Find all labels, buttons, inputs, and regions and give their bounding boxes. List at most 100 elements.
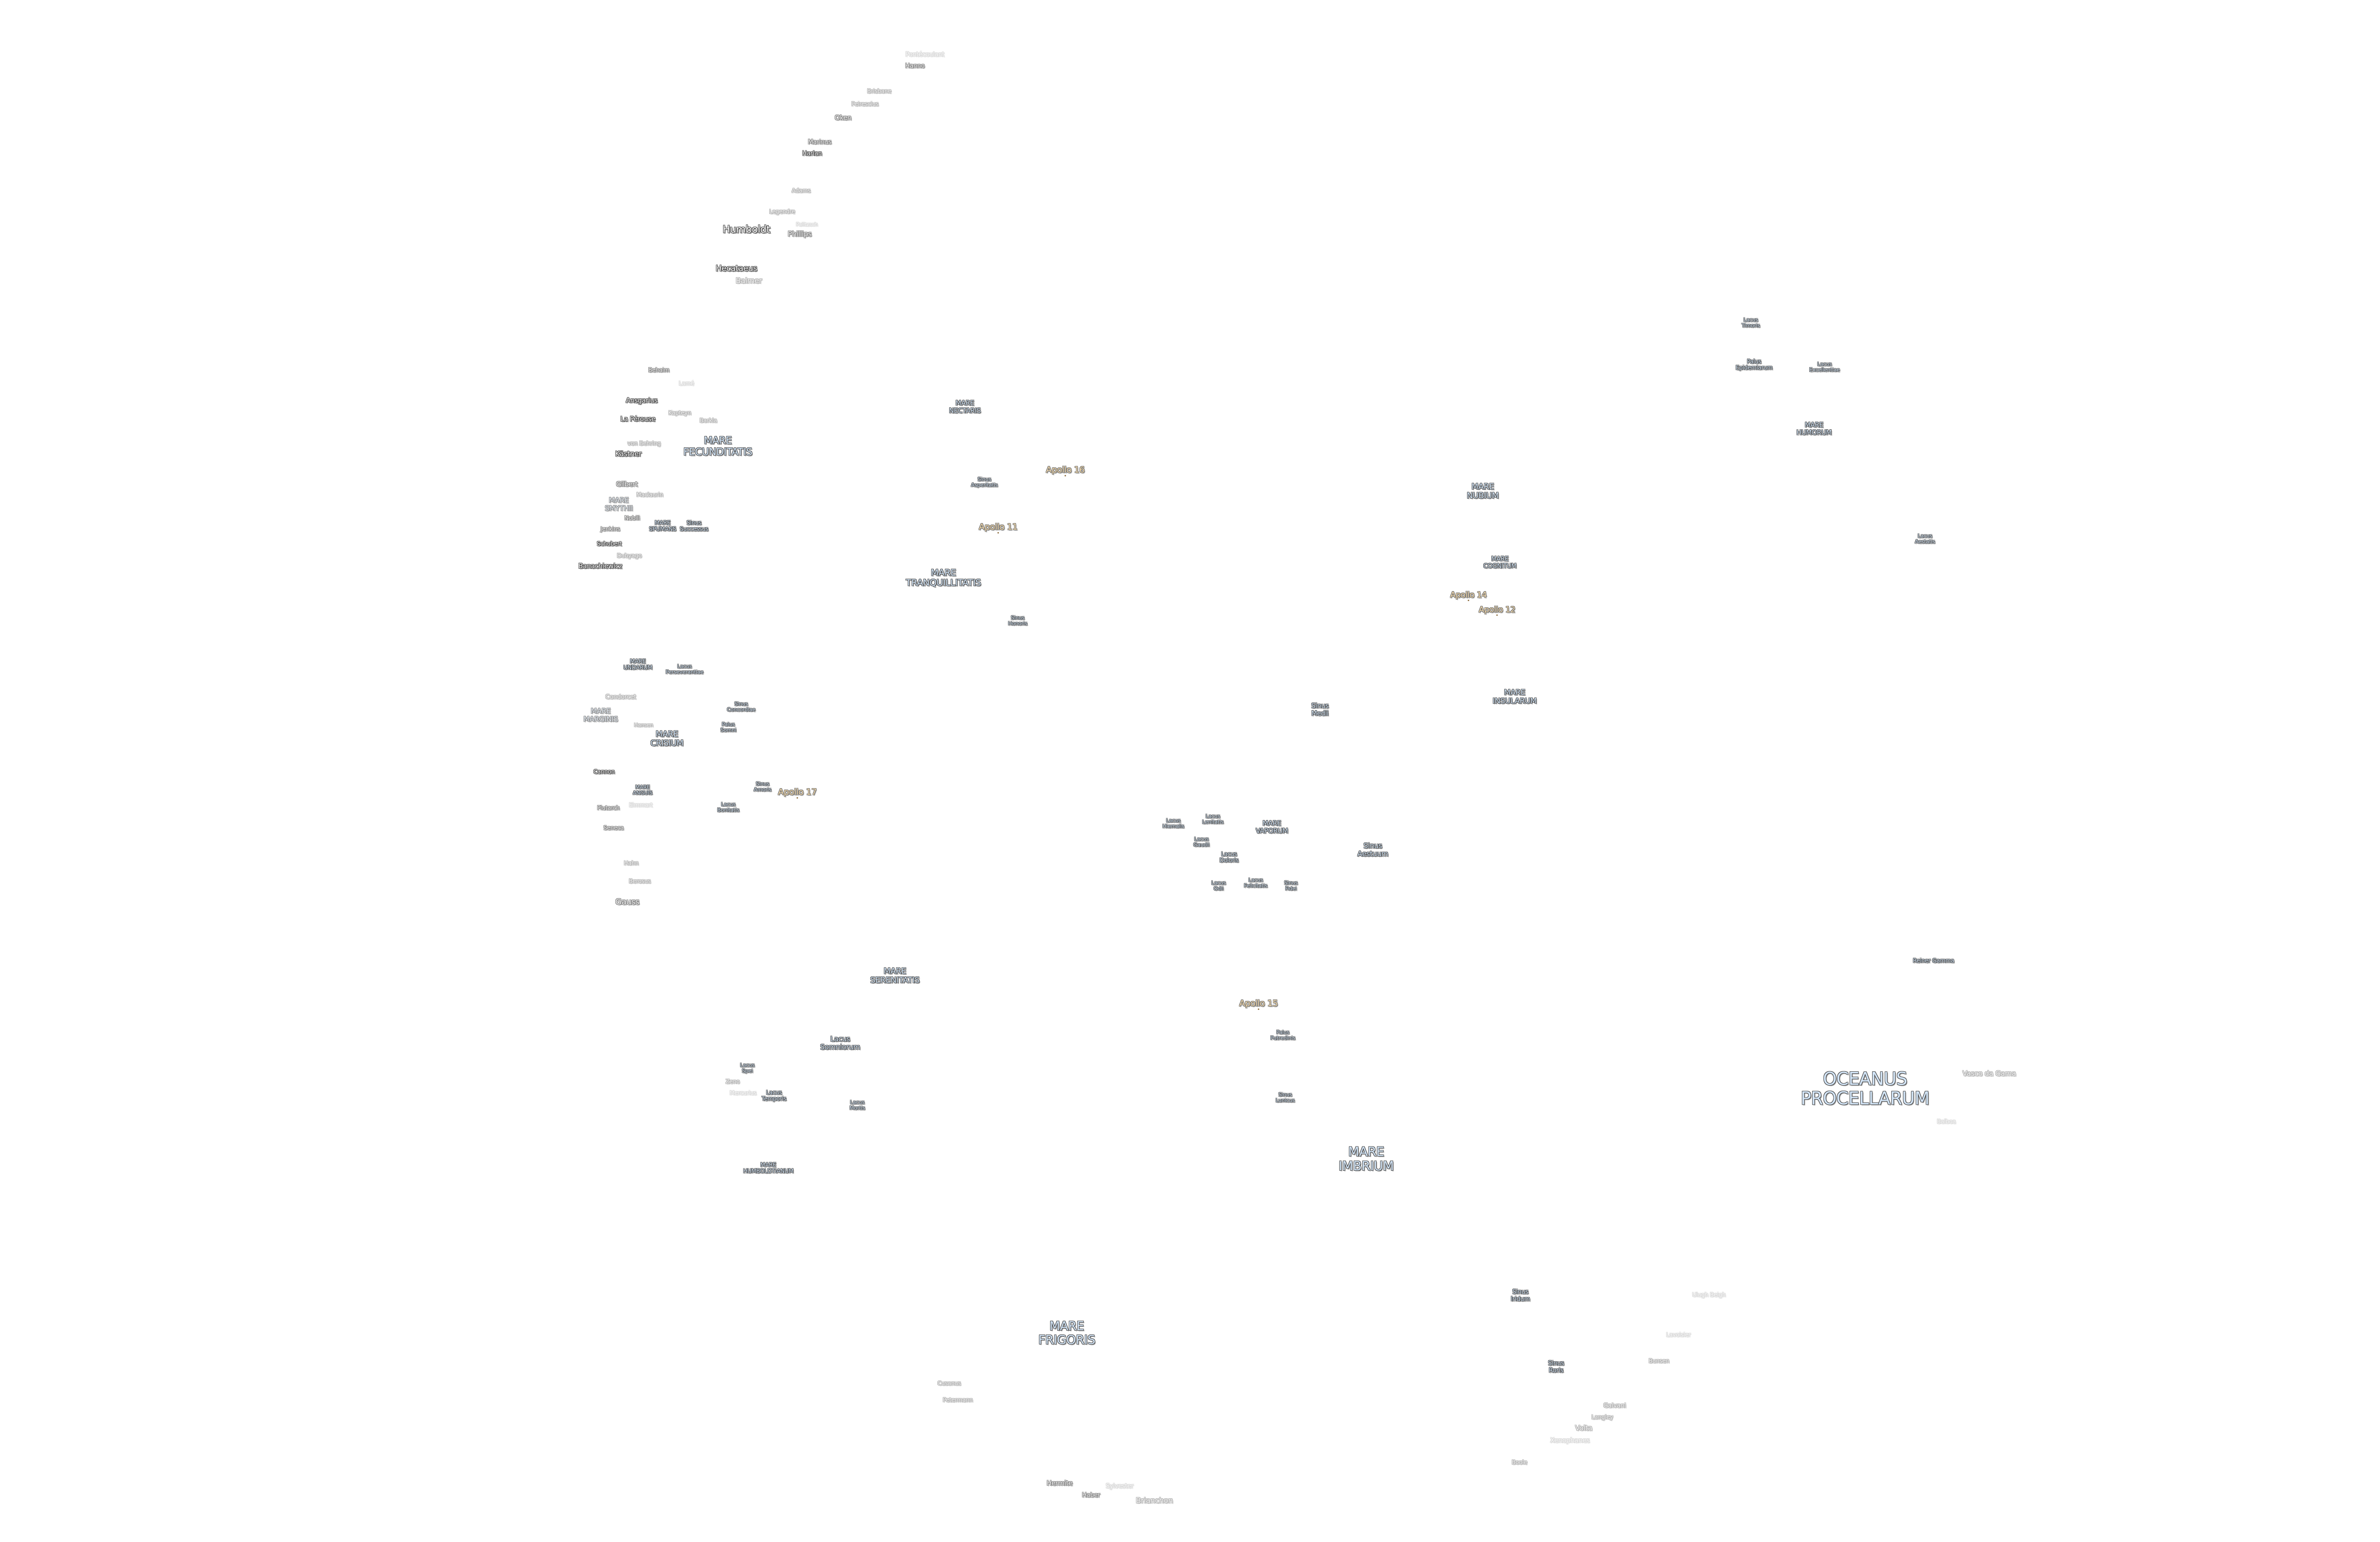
feature-label-mare-insularum: MARE INSULARUM bbox=[1492, 688, 1537, 705]
feature-label-hecataeus: Hecataeus bbox=[715, 264, 757, 274]
feature-label-sinus-roris: Sinus Roris bbox=[1548, 1360, 1564, 1374]
feature-label-lacus-felicitatis: Lacus Felicitatis bbox=[1244, 877, 1268, 889]
feature-label-gilbert: Gilbert bbox=[616, 481, 638, 489]
feature-label-marinus: Marinus bbox=[808, 138, 832, 146]
feature-label-balboa: Balboa bbox=[1937, 1118, 1956, 1125]
landing-site-label-apollo-15: Apollo 15 bbox=[1239, 998, 1278, 1008]
feature-label-lacus-spei: Lacus Spei bbox=[740, 1062, 755, 1074]
feature-label-bunsen: Bunsen bbox=[1648, 1357, 1669, 1364]
landing-site-marker-icon bbox=[997, 532, 999, 534]
feature-label-oken: Oken bbox=[834, 114, 852, 122]
feature-label-sinus-amoris: Sinus Amoris bbox=[754, 781, 772, 793]
feature-label-harlan: Harlan bbox=[802, 150, 822, 158]
feature-label-hansen: Hansen bbox=[634, 722, 654, 728]
feature-label-mare-spumans: MARE SPUMANS bbox=[649, 519, 676, 533]
feature-label-palus-putredinis: Palus Putredinis bbox=[1270, 1029, 1296, 1041]
feature-label-condorcet: Condorcet bbox=[605, 693, 636, 701]
landing-site-marker-icon bbox=[1496, 614, 1498, 616]
feature-label-sinus-iridum: Sinus Iridum bbox=[1510, 1288, 1530, 1303]
feature-label-kapteyn: Kapteyn bbox=[668, 409, 691, 416]
feature-label-mare-humorum: MARE HUMORUM bbox=[1796, 421, 1832, 436]
feature-label-sinus-medii: Sinus Medii bbox=[1311, 702, 1329, 717]
feature-label-boole: Boole bbox=[1511, 1459, 1527, 1466]
feature-label-mercurius: Mercurius bbox=[729, 1089, 757, 1097]
feature-label-lacus-aestatis: Lacus Aestatis bbox=[1914, 533, 1935, 545]
feature-label-jenkins: Jenkins bbox=[600, 525, 620, 533]
feature-label-mare-undarum: MARE UNDARUM bbox=[623, 658, 653, 671]
feature-label-lacus-somniorum: Lacus Somniorum bbox=[820, 1035, 860, 1051]
feature-label-mare-frigoris: MARE FRIGORIS bbox=[1038, 1319, 1095, 1347]
landing-site-label-apollo-14: Apollo 14 bbox=[1450, 590, 1487, 600]
feature-label-humboldt: Humboldt bbox=[723, 224, 770, 236]
feature-label-brisbane: Brisbane bbox=[867, 88, 892, 95]
feature-label-sylvester: Sylvester bbox=[1105, 1483, 1134, 1490]
feature-label-phillips: Phillips bbox=[787, 229, 812, 238]
feature-label-cannon: Cannon bbox=[593, 768, 615, 775]
feature-label-lacus-timoris: Lacus Timoris bbox=[1741, 316, 1760, 329]
feature-label-dubyago: Dubyago bbox=[616, 552, 642, 559]
feature-label-galvani: Galvani bbox=[1603, 1402, 1626, 1410]
feature-label-pont-coulant: Pontécoulant bbox=[905, 51, 944, 59]
feature-label-sinus-asperitatis: Sinus Asperitatis bbox=[971, 476, 998, 488]
feature-label-zeno: Zeno bbox=[725, 1078, 740, 1085]
feature-label-peirescius: Peirescius bbox=[851, 100, 879, 108]
feature-label-banachiewicz: Banachiewicz bbox=[578, 563, 622, 571]
feature-label-mare-cognitum: MARE COGNITUM bbox=[1483, 555, 1517, 570]
feature-label-lam: Lamé bbox=[678, 380, 694, 387]
feature-label-mare-vaporum: MARE VAPORUM bbox=[1256, 820, 1288, 835]
feature-label-lacus-odii: Lacus Odii bbox=[1211, 880, 1226, 892]
feature-label-ansgarius: Ansgarius bbox=[625, 397, 658, 405]
feature-label-berosus: Berosus bbox=[628, 878, 651, 885]
feature-label-adams: Adams bbox=[792, 187, 811, 194]
feature-label-seneca: Seneca bbox=[603, 824, 624, 831]
feature-label-schubert: Schubert bbox=[596, 540, 622, 547]
landing-site-marker-icon bbox=[1468, 600, 1469, 602]
feature-label-k-stner: Kästner bbox=[615, 449, 642, 458]
feature-label-sinus-honoris: Sinus Honoris bbox=[1008, 614, 1028, 627]
feature-label-mare-imbrium: MARE IMBRIUM bbox=[1339, 1144, 1394, 1174]
landing-site-marker-icon bbox=[1258, 1008, 1259, 1010]
feature-label-mare-nectaris: MARE NECTARIS bbox=[949, 399, 981, 415]
feature-label-hermite: Hermite bbox=[1046, 1480, 1073, 1488]
landing-site-label-apollo-17: Apollo 17 bbox=[778, 787, 817, 797]
feature-label-plutarch: Plutarch bbox=[597, 804, 620, 811]
feature-label-ulugh-beigh: Ulugh Beigh bbox=[1692, 1291, 1726, 1298]
landing-site-marker-icon bbox=[1064, 474, 1066, 476]
feature-label-lavoisier: Lavoisier bbox=[1666, 1331, 1691, 1338]
feature-label-oceanus-procellarum: OCEANUS PROCELLARUM bbox=[1800, 1068, 1930, 1109]
feature-label-lacus-lenitatis: Lacus Lenitatis bbox=[1202, 813, 1224, 825]
feature-label-sinus-lunicus: Sinus Lunicus bbox=[1275, 1091, 1295, 1104]
feature-label-sinus-aestuum: Sinus Aestuum bbox=[1357, 841, 1388, 858]
feature-label-mare-tranquillitatis: MARE TRANQUILLITATIS bbox=[906, 567, 981, 588]
feature-label-langley: Langley bbox=[1591, 1414, 1613, 1421]
feature-label-hahn: Hahn bbox=[624, 860, 639, 867]
feature-label-gauss: Gauss bbox=[615, 897, 640, 907]
feature-label-cusanus: Cusanus bbox=[937, 1380, 961, 1387]
feature-label-barkla: Barkla bbox=[699, 417, 717, 424]
feature-label-xenophanes: Xenophanes bbox=[1550, 1437, 1590, 1445]
feature-label-la-p-rouse: La Pérouse bbox=[620, 415, 655, 424]
feature-label-lacus-excellentiae: Lacus Excellentiae bbox=[1809, 361, 1840, 373]
feature-label-sinus-successus: Sinus Successus bbox=[679, 519, 709, 533]
feature-label-behaim: Behaim bbox=[648, 366, 670, 374]
feature-label-volta: Volta bbox=[1575, 1423, 1593, 1433]
feature-label-vasco-da-gama: Vasco da Gama bbox=[1962, 1069, 2016, 1078]
feature-label-von-behring: von Behring bbox=[627, 440, 661, 447]
feature-label-balmer: Balmer bbox=[735, 276, 762, 286]
landing-site-label-apollo-11: Apollo 11 bbox=[979, 522, 1018, 532]
feature-label-palitzsch: Palitzsch bbox=[796, 221, 818, 227]
feature-label-mare-crisium: MARE CRISIUM bbox=[650, 729, 684, 748]
feature-label-palus-epidemiarum: Palus Epidemiarum bbox=[1735, 358, 1773, 371]
feature-label-legendre: Legendre bbox=[769, 208, 795, 215]
feature-label-maclaurin: Maclaurin bbox=[636, 491, 664, 498]
feature-label-sinus-fidei: Sinus Fidei bbox=[1284, 880, 1298, 892]
feature-label-lacus-perseverantiae: Lacus Perseverantiae bbox=[665, 663, 704, 675]
feature-label-mare-humboldtianum: MARE HUMBOLDTIANUM bbox=[743, 1161, 793, 1175]
feature-label-mare-nubium: MARE NUBIUM bbox=[1467, 482, 1499, 501]
landing-site-label-apollo-16: Apollo 16 bbox=[1046, 465, 1085, 475]
feature-label-haber: Haber bbox=[1081, 1492, 1101, 1499]
feature-label-hanno: Hanno bbox=[905, 62, 925, 70]
feature-label-reiner-gamma: Reiner Gamma bbox=[1913, 957, 1954, 964]
landing-site-marker-icon bbox=[796, 797, 798, 799]
